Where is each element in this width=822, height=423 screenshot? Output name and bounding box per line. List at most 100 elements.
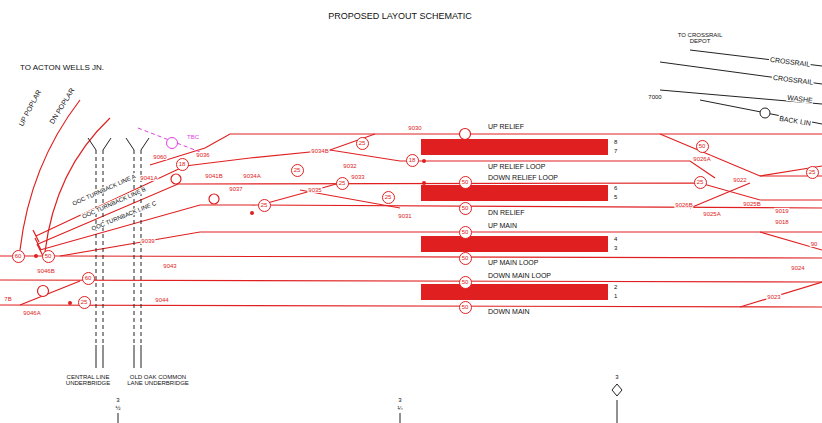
points-number: 9026B (674, 202, 693, 208)
status-note: TBC (186, 134, 200, 140)
milepost (118, 384, 622, 423)
points-number: 9037 (228, 186, 243, 192)
underbridge (96, 150, 97, 345)
points-number: 9023 (766, 294, 781, 300)
tbc-marker (167, 138, 178, 149)
underbridge (103, 150, 104, 345)
railway-track (60, 256, 822, 258)
line-name: DN POPLAR (48, 86, 77, 126)
speed-circle: 25 (806, 166, 819, 179)
direction-note: TO CROSSRAIL DEPOT (669, 32, 731, 45)
speed-number: 25 (339, 180, 346, 186)
milepost (118, 400, 617, 423)
points-number: 9032 (342, 163, 357, 169)
crossrail-line (660, 90, 822, 104)
platform-number: 2 (613, 284, 618, 290)
track-name: DN RELIEF (487, 209, 526, 216)
track-name: UP MAIN LOOP (487, 259, 539, 266)
points-number: 9031 (397, 213, 412, 219)
line-name: OOC TURNBACK LINE B (80, 186, 147, 221)
points-number: 9035 (307, 187, 322, 193)
speed-circle: 18 (176, 158, 189, 171)
speed-number: 25 (81, 299, 88, 305)
milepost-number: ½ (114, 405, 121, 411)
speed-circle: 50 (459, 301, 472, 314)
speed-circle: 25 (78, 296, 91, 309)
speed-number: 50 (462, 255, 469, 261)
points-number: 9025B (742, 201, 761, 207)
platform-bar (422, 181, 426, 185)
platform-number: 8 (613, 139, 618, 145)
crossrail-line (760, 108, 770, 118)
speed-number: 25 (261, 202, 268, 208)
speed-circle: 50 (696, 140, 709, 153)
speed-circle: 50 (42, 250, 55, 263)
speed-circle: 25 (382, 191, 395, 204)
speed-circle: 25 (291, 164, 304, 177)
railway-track (0, 232, 822, 256)
track-name: UP RELIEF LOOP (487, 163, 546, 170)
points-number: 9039 (140, 238, 155, 244)
speed-number: 25 (359, 140, 366, 146)
railway-track (0, 280, 822, 282)
points-number: 9033 (350, 174, 365, 180)
underbridge (88, 138, 149, 368)
speed-circle: 50 (459, 276, 472, 289)
milepost-number: ¼ (396, 405, 403, 411)
platform-bar (34, 139, 608, 305)
speed-circle: 25 (336, 177, 349, 190)
line-name: BACK LIN (778, 115, 813, 128)
track-name: DOWN MAIN LOOP (487, 272, 552, 279)
points-number: 9022 (732, 177, 747, 183)
underbridge (96, 345, 141, 368)
points-number: 9034B (310, 148, 329, 154)
underbridge (88, 138, 149, 150)
railway-track (20, 281, 80, 305)
points-number: 9025A (702, 211, 721, 217)
track-name: UP RELIEF (487, 123, 525, 130)
points-number: 7B (3, 296, 12, 302)
speed-circle: 50 (459, 226, 472, 239)
speed-number: 50 (45, 253, 52, 259)
speed-number: 60 (85, 275, 92, 281)
railway-track (209, 194, 219, 204)
points-number: 90 (810, 241, 819, 247)
line-name: WASHE (786, 94, 814, 105)
speed-number: 50 (462, 304, 469, 310)
speed-number: 18 (179, 161, 186, 167)
points-number: 9036 (195, 152, 210, 158)
points-number: 9018 (774, 219, 789, 225)
track-name: DOWN RELIEF LOOP (487, 174, 559, 181)
track-name: DOWN MAIN (487, 308, 531, 315)
railway-track (35, 238, 41, 250)
speed-number: 50 (462, 279, 469, 285)
crossrail-line (660, 50, 822, 124)
railway-track (260, 183, 340, 205)
speed-number: 25 (809, 169, 816, 175)
points-number: 9034A (242, 173, 261, 179)
points-number: 9041B (204, 173, 223, 179)
speed-number: 60 (15, 253, 22, 259)
line-name: CROSSRAIL (771, 74, 814, 86)
line-name: OOC TURNBACK LINE A (70, 173, 137, 207)
points-number: 9060 (152, 154, 167, 160)
platform-bar (421, 185, 608, 201)
points-number: 9019 (774, 208, 789, 214)
speed-circle: 60 (82, 272, 95, 285)
points-number: 9041A (139, 175, 158, 181)
speed-number: 25 (697, 179, 704, 185)
railway-track (0, 305, 822, 307)
track-name: UP MAIN (487, 222, 518, 229)
milepost-number: 3 (397, 397, 402, 403)
milepost-number: 3 (614, 374, 619, 380)
milepost (612, 384, 622, 396)
points-number: 9044 (154, 297, 169, 303)
speed-number: 25 (294, 167, 301, 173)
platform-number: 4 (613, 236, 618, 242)
speed-circle: 50 (459, 176, 472, 189)
milepost-number: 3 (115, 397, 120, 403)
platform-number: 5 (613, 194, 618, 200)
speed-circle: 50 (459, 202, 472, 215)
railway-track (740, 282, 822, 307)
